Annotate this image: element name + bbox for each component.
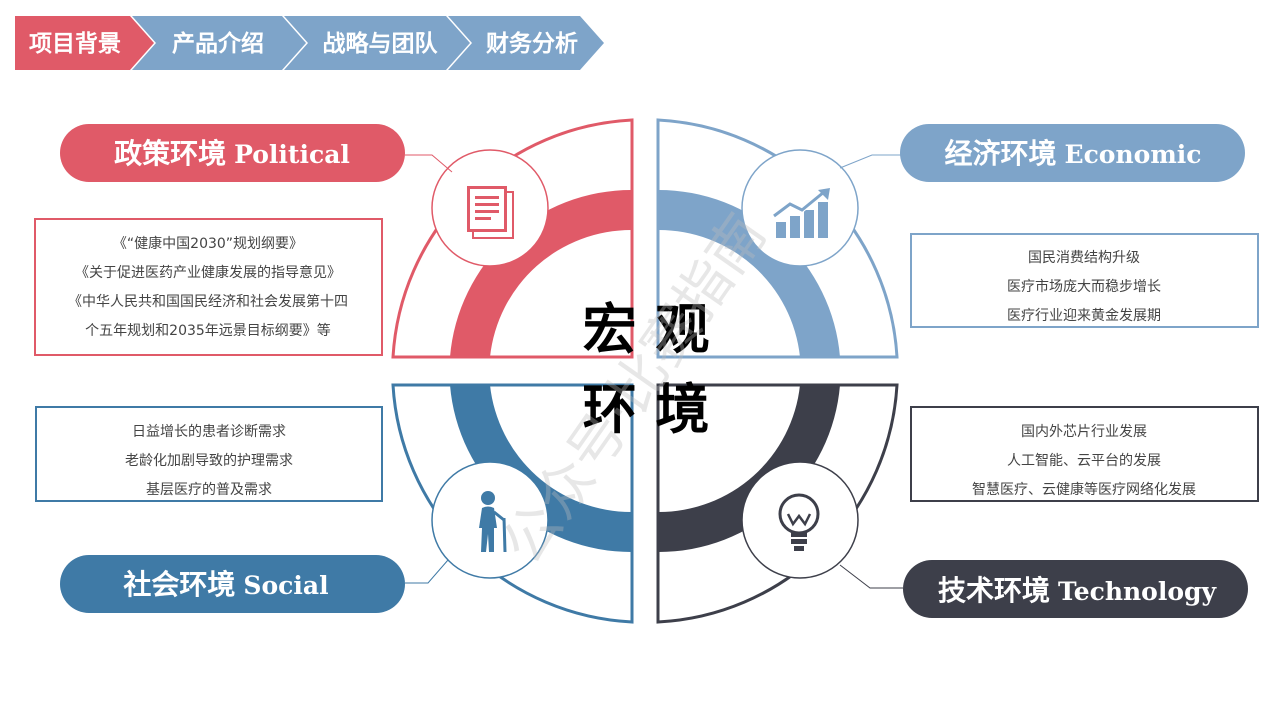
nav-item-project-background[interactable]: 项目背景 <box>15 16 154 70</box>
technology-ring-segment <box>658 385 840 553</box>
social-ring-segment <box>450 385 632 553</box>
elderly-person-icon <box>479 491 507 553</box>
economic-title-pill: 经济环境 Economic <box>900 124 1245 182</box>
nav-item-label: 项目背景 <box>29 31 121 57</box>
nav-chevron-shape <box>132 16 306 70</box>
social-title-pill: 社会环境 Social <box>60 555 405 613</box>
technology-line: 人工智能、云平台的发展 <box>1007 453 1161 469</box>
center-title: 宏 观 环 境 <box>583 298 710 441</box>
nav-item-label: 产品介绍 <box>172 30 264 57</box>
social-title-cn: 社会环境 <box>123 568 235 601</box>
nav-item-product-intro[interactable]: 产品介绍 <box>132 16 306 70</box>
political-line: 《“健康中国2030”规划纲要》 <box>113 235 303 252</box>
technology-text-box: 国内外芯片行业发展 人工智能、云平台的发展 智慧医疗、云健康等医疗网络化发展 <box>910 406 1259 502</box>
technology-connector <box>839 564 903 589</box>
document-icon <box>467 186 514 239</box>
political-text-box: 《“健康中国2030”规划纲要》 《关于促进医药产业健康发展的指导意见》 《中华… <box>34 218 383 356</box>
economic-connector <box>839 154 902 169</box>
social-line: 老龄化加剧导致的护理需求 <box>125 453 293 469</box>
political-connector <box>405 154 453 173</box>
technology-title-pill: 技术环境 Technology <box>903 560 1248 618</box>
economic-line: 国民消费结构升级 <box>1028 250 1140 266</box>
economic-line: 医疗行业迎来黄金发展期 <box>1007 307 1161 324</box>
quadrant-economic <box>656 118 899 359</box>
social-line: 日益增长的患者诊断需求 <box>132 424 286 440</box>
political-title-pill: 政策环境 Political <box>60 124 405 182</box>
social-connector <box>405 559 449 584</box>
center-title-line1: 宏 观 <box>583 298 710 361</box>
quadrant-technology <box>656 383 899 624</box>
lightbulb-icon <box>778 493 820 551</box>
technology-title-cn: 技术环境 <box>938 574 1050 607</box>
nav-chevron-shape <box>284 16 470 70</box>
economic-text-box: 国民消费结构升级 医疗市场庞大而稳步增长 医疗行业迎来黄金发展期 <box>910 233 1259 328</box>
nav-item-strategy-team[interactable]: 战略与团队 <box>284 16 470 70</box>
economic-line: 医疗市场庞大而稳步增长 <box>1007 278 1161 295</box>
social-title-en: Social <box>243 571 328 600</box>
political-ring-segment <box>450 189 632 357</box>
social-line: 基层医疗的普及需求 <box>146 481 272 498</box>
center-title-line2: 环 境 <box>583 378 710 441</box>
connectors <box>405 154 903 589</box>
political-title-cn: 政策环境 <box>114 137 226 170</box>
political-line: 《关于促进医药产业健康发展的指导意见》 <box>75 264 341 281</box>
nav-chevron-shape <box>448 16 604 70</box>
political-line: 个五年规划和2035年远景目标纲要》等 <box>85 322 331 339</box>
technology-line: 智慧医疗、云健康等医疗网络化发展 <box>972 481 1196 498</box>
nav-chevron-shape <box>15 16 154 70</box>
nav-item-financial-analysis[interactable]: 财务分析 <box>448 16 604 70</box>
top-nav: 项目背景 产品介绍 战略与团队 财务分析 <box>15 16 604 70</box>
growth-chart-icon <box>772 188 830 238</box>
political-title-en: Political <box>234 140 350 169</box>
economic-title-cn: 经济环境 <box>945 137 1057 170</box>
economic-ring-segment <box>658 189 840 357</box>
nav-item-label: 财务分析 <box>486 31 578 57</box>
technology-title-en: Technology <box>1058 577 1218 606</box>
technology-line: 国内外芯片行业发展 <box>1021 424 1147 440</box>
nav-item-label: 战略与团队 <box>323 30 439 57</box>
social-text-box: 日益增长的患者诊断需求 老龄化加剧导致的护理需求 基层医疗的普及需求 <box>35 406 383 502</box>
political-line: 《中华人民共和国国民经济和社会发展第十四 <box>68 293 348 310</box>
economic-title-en: Economic <box>1065 140 1202 169</box>
